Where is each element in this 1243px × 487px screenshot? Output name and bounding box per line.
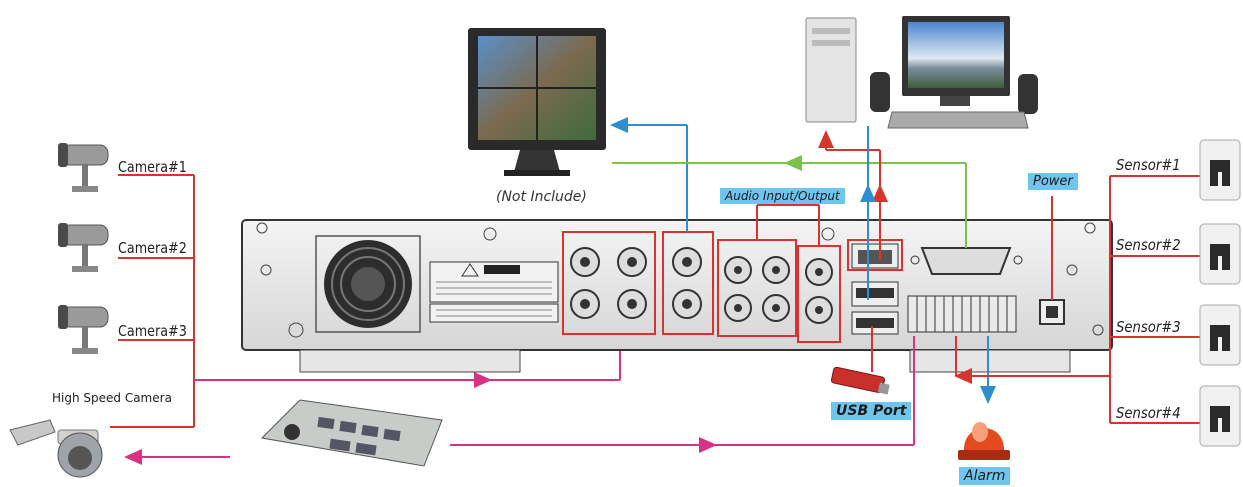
cooling-fan-icon: [315, 235, 421, 333]
terminal-block: [907, 295, 1017, 333]
camera-3-label: Camera#3: [118, 322, 187, 340]
audio-input-group: [717, 239, 797, 337]
sensor-3-label: Sensor#3: [1116, 318, 1181, 336]
power-socket: [1039, 299, 1065, 325]
monitor-icon: [468, 28, 606, 176]
camera-connection-lines: [110, 174, 195, 428]
sensor-3-icon: [1199, 304, 1241, 366]
usb-stick-icon: [830, 366, 890, 395]
video-output-line: [610, 117, 688, 232]
not-include-label: (Not Include): [496, 189, 587, 205]
sensor-1-icon: [1199, 139, 1241, 201]
sensor-2-label: Sensor#2: [1116, 236, 1181, 254]
high-speed-camera-icon: [9, 419, 103, 478]
power-tag: Power: [1028, 173, 1078, 190]
sensor-4-icon: [1199, 385, 1241, 447]
camera-2-label: Camera#2: [118, 239, 187, 257]
network-line: [818, 130, 888, 260]
sensor-line: [954, 175, 1200, 424]
lan-usb-ports: [847, 239, 903, 335]
sensor-2-icon: [1199, 223, 1241, 285]
sensor-1-label: Sensor#1: [1116, 156, 1181, 174]
ptz-keyboard-icon: [260, 399, 443, 467]
camera-3-icon: [58, 305, 109, 354]
usb-port-tag: USB Port: [831, 402, 912, 420]
camera-1-icon: [58, 143, 109, 192]
computer-icon: [805, 16, 1038, 129]
ptz-control-line: [124, 336, 915, 465]
audio-connection-lines: [756, 204, 820, 246]
warning-label: [429, 261, 559, 323]
video-input-bnc-group: [562, 231, 656, 335]
audio-output-group: [797, 245, 841, 343]
vga-port: [910, 247, 1023, 275]
sensor-4-label: Sensor#4: [1116, 404, 1181, 422]
high-speed-camera-label: High Speed Camera: [52, 391, 172, 405]
alarm-tag: Alarm: [959, 467, 1011, 485]
camera-2-icon: [58, 223, 109, 272]
audio-io-tag: Audio Input/Output: [720, 188, 845, 204]
alarm-light-icon: [958, 422, 1010, 460]
vga-output-line: [612, 155, 967, 248]
camera-1-label: Camera#1: [118, 158, 187, 176]
